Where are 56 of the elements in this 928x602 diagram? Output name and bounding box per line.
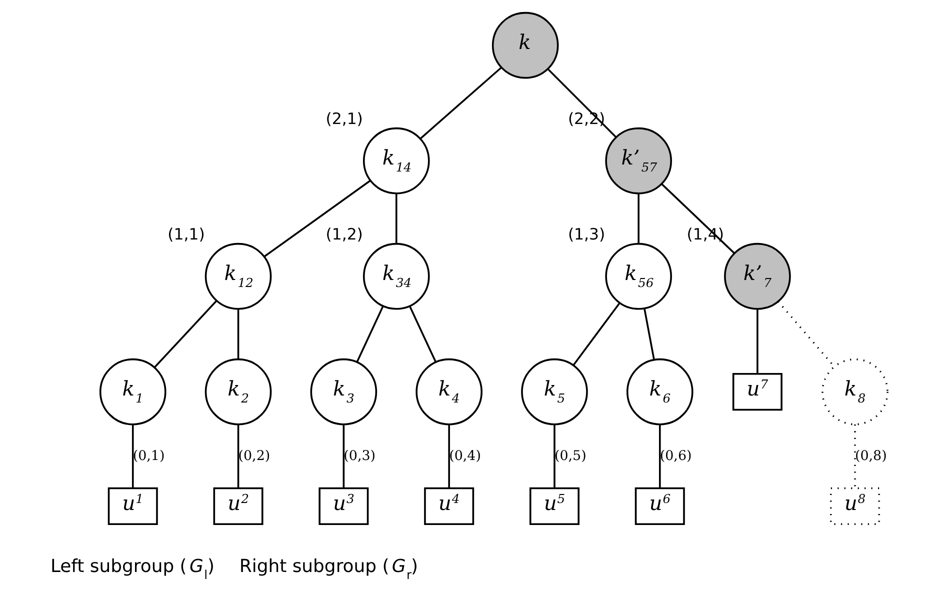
connector xyxy=(658,424,660,488)
node-label: (1,1) xyxy=(167,224,204,244)
label: Right subgroup (G$_{r}$) xyxy=(238,556,418,582)
node-circle: k$_{14}$ xyxy=(362,127,430,194)
connector xyxy=(263,180,370,258)
connector xyxy=(236,424,239,488)
node-label: (1,2) xyxy=(325,224,362,244)
connector xyxy=(420,66,502,140)
node-circle: k$_{8}$ xyxy=(821,358,888,426)
edge-label: (0,4) xyxy=(448,448,480,464)
edge-label: (0,5) xyxy=(554,448,586,464)
node-circle: k$_{34}$ xyxy=(362,242,430,310)
node-circle: k$_{5}$ xyxy=(520,358,588,426)
node-box: u$^{8}$ xyxy=(830,487,880,526)
node-box: u$^{3}$ xyxy=(318,487,368,526)
connector xyxy=(572,302,620,366)
connector xyxy=(637,194,639,244)
connector xyxy=(131,424,134,488)
connector xyxy=(854,424,856,488)
node-box: u$^{2}$ xyxy=(212,487,263,526)
connector xyxy=(643,308,654,360)
node-circle: k$_{4}$ xyxy=(415,358,482,426)
node-box: u$^{7}$ xyxy=(732,372,782,411)
label: Left subgroup (G$_{l}$) xyxy=(50,556,214,582)
node-circle: k$_{3}$ xyxy=(310,358,377,426)
node-circle: k$_{2}$ xyxy=(204,358,272,426)
edge-label: (0,8) xyxy=(854,448,886,464)
connector xyxy=(660,183,734,254)
connector xyxy=(776,300,834,367)
node-circle: k xyxy=(491,12,558,79)
connector xyxy=(394,194,397,244)
node-circle: k$_{6}$ xyxy=(626,358,693,426)
node-circle: k$_{1}$ xyxy=(98,358,166,426)
node-box: u$^{5}$ xyxy=(528,487,579,526)
node-circle: k$_{12}$ xyxy=(204,242,272,310)
edge-label: (0,6) xyxy=(659,448,692,464)
edge-label: (0,3) xyxy=(343,448,376,464)
connector xyxy=(236,309,239,359)
connector xyxy=(756,309,758,374)
connector xyxy=(547,68,616,138)
connector xyxy=(553,424,555,488)
connector xyxy=(342,424,344,488)
node-label: (2,1) xyxy=(325,109,362,128)
node-circle: k’$_{57}$ xyxy=(604,127,672,194)
edge-label: (0,1) xyxy=(132,448,164,464)
node-box: u$^{1}$ xyxy=(107,487,158,526)
connector xyxy=(356,306,384,363)
node-circle: k$_{56}$ xyxy=(604,242,672,310)
node-box: u$^{6}$ xyxy=(634,487,684,526)
connector xyxy=(448,424,450,488)
edge-label: (0,2) xyxy=(238,448,270,464)
node-label: (1,3) xyxy=(567,224,605,244)
connector xyxy=(408,306,436,363)
node-box: u$^{4}$ xyxy=(424,487,474,526)
node-circle: k’$_{7}$ xyxy=(724,242,790,310)
connector xyxy=(154,300,217,368)
